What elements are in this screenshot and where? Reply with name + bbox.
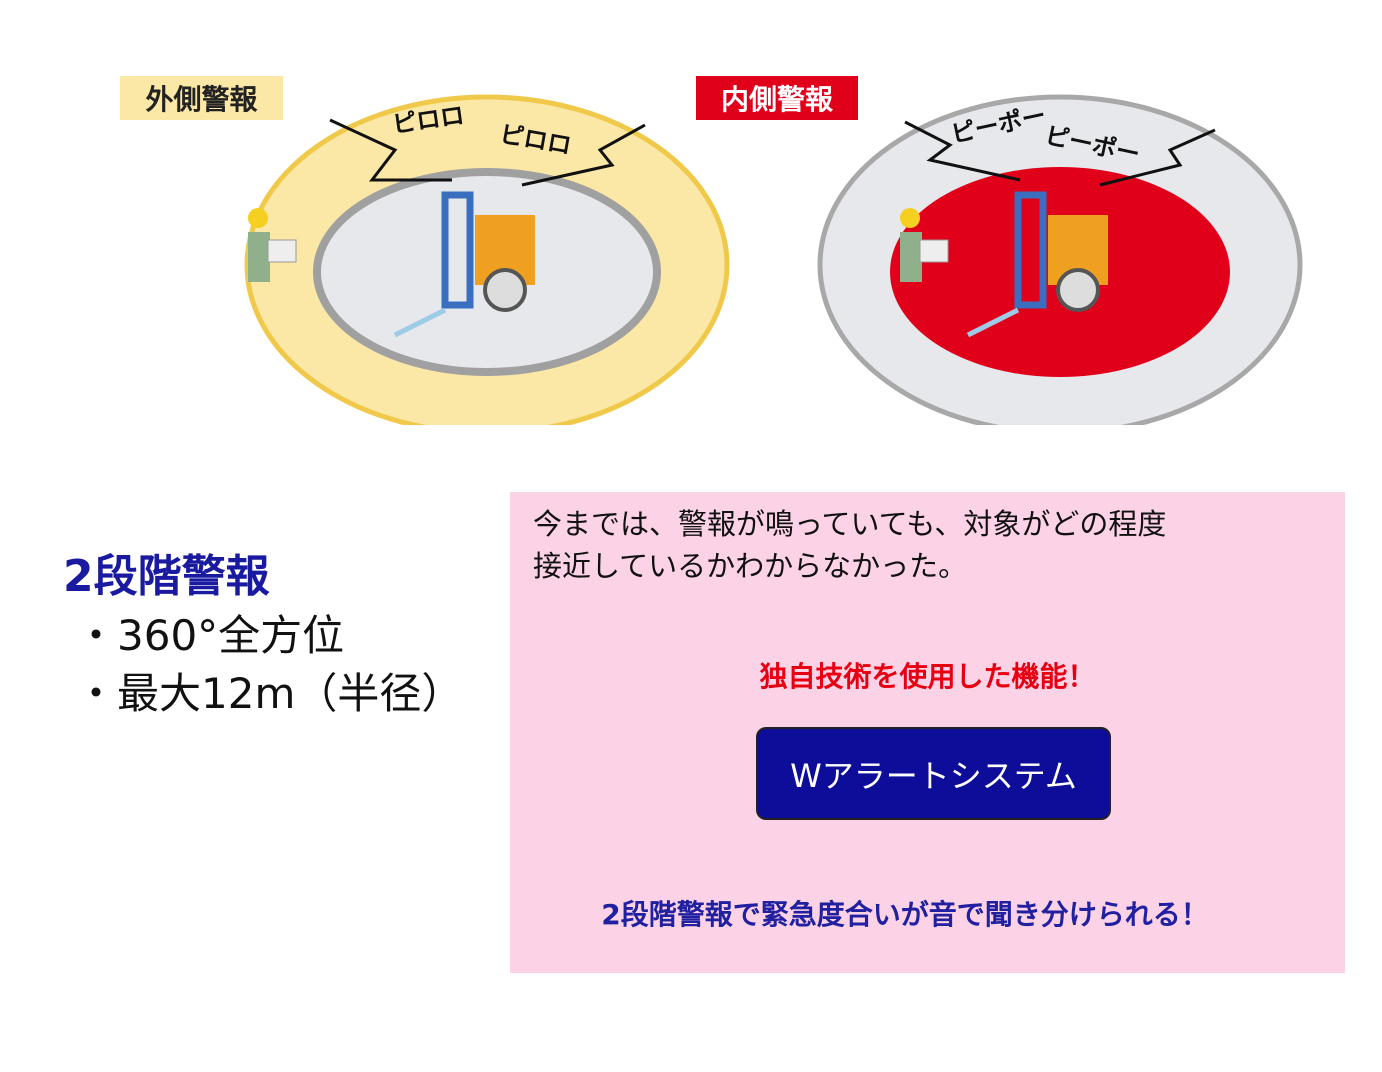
- summary-bullet: ・最大12m（半径）: [75, 669, 464, 718]
- outer-alarm-label: 外側警報: [120, 76, 283, 120]
- intro-text: 今までは、警報が鳴っていても、対象がどの程度 接近しているかわからなかった。: [533, 503, 1323, 587]
- feature-text: 独自技術を使用した機能！: [759, 660, 1096, 693]
- inner-alarm-label: 内側警報: [696, 76, 858, 120]
- intro-line: 接近しているかわからなかった。: [533, 549, 968, 583]
- summary-bullet: ・360°全方位: [75, 611, 345, 660]
- forklift-icon: [966, 191, 1108, 338]
- worker-icon: [248, 208, 297, 282]
- worker-icon: [900, 208, 949, 282]
- forklift-icon: [393, 191, 535, 338]
- w-alert-system-button[interactable]: Wアラートシステム: [756, 727, 1111, 820]
- intro-line: 今までは、警報が鳴っていても、対象がどの程度: [533, 507, 1167, 541]
- alarm-zone-illustration: [244, 94, 1303, 425]
- bottom-text: 2段階警報で緊急度合いが音で聞き分けられる！: [601, 898, 1209, 931]
- summary-title: 2段階警報: [63, 551, 270, 602]
